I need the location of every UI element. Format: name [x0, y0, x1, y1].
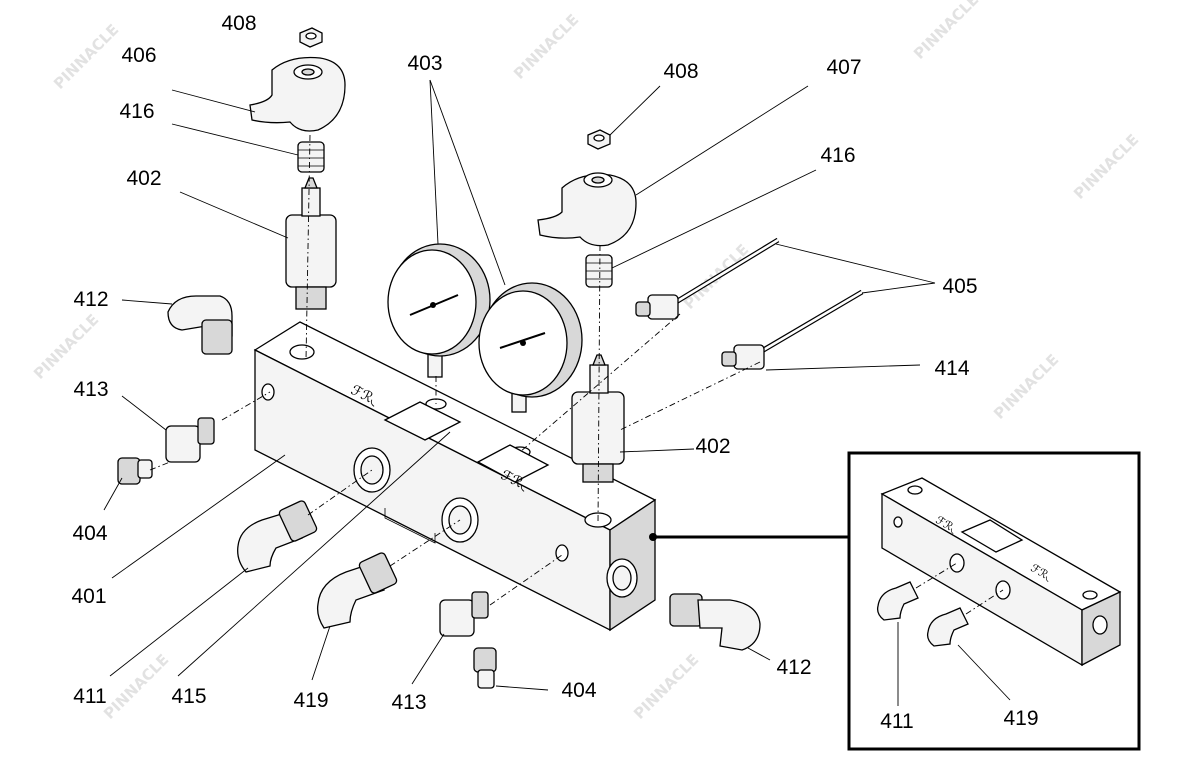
valve-cartridge-402-left [285, 177, 337, 310]
watermark-text: PINNACLE [30, 311, 102, 383]
callout-412-right: 412 [776, 656, 811, 679]
watermark-text: PINNACLE [1070, 131, 1142, 203]
spring-416-left [297, 141, 325, 173]
leader-lines [103, 79, 936, 691]
callout-416-right: 416 [820, 144, 855, 167]
callout-416-left: 416 [119, 100, 154, 123]
callout-408-top-left: 408 [221, 12, 256, 35]
watermark-text: PINNACLE [50, 21, 122, 93]
callout-407: 407 [826, 56, 861, 79]
callout-402-left: 402 [126, 167, 161, 190]
manifold-block-401: ℱℛ◟ ℱℛ◟ [253, 321, 657, 632]
pressure-gauge-403-right [478, 282, 583, 413]
adapter-413-left [165, 417, 215, 463]
watermark-text: PINNACLE [630, 651, 702, 723]
callout-412-left: 412 [73, 288, 108, 311]
nut-408-right [587, 129, 611, 150]
callout-413-bottom: 413 [391, 691, 426, 714]
elbow-fitting-412-right [669, 593, 761, 651]
watermark-text: PINNACLE [910, 0, 982, 63]
inset-callout-419: 419 [1003, 707, 1038, 730]
spring-416-right [585, 254, 613, 288]
callout-405: 405 [942, 275, 977, 298]
probe-405-upper [635, 237, 780, 320]
watermark-text: PINNACLE [990, 351, 1062, 423]
callout-415: 415 [171, 685, 206, 708]
watermark-text: PINNACLE [100, 651, 172, 723]
adapter-413-bottom [439, 591, 489, 637]
callout-401: 401 [71, 585, 106, 608]
pressure-gauge-403-left [387, 243, 491, 378]
callout-411: 411 [73, 685, 106, 708]
callout-413-left: 413 [73, 378, 108, 401]
callout-402-right: 402 [695, 435, 730, 458]
callout-406: 406 [121, 44, 156, 67]
callout-419: 419 [293, 689, 328, 712]
callout-404-bottom: 404 [561, 679, 596, 702]
callout-408-top-right: 408 [663, 60, 698, 83]
watermark-text: PINNACLE [510, 11, 582, 83]
valve-cartridge-402-right [571, 354, 625, 483]
handle-knob-407 [537, 172, 637, 247]
plug-404-bottom [473, 647, 497, 689]
inset-callout-411: 411 [880, 710, 913, 733]
elbow-fitting-419 [316, 552, 398, 629]
callout-404-left: 404 [72, 522, 107, 545]
nut-408-left [299, 27, 323, 48]
inset-detail-view: ℱℛ◟ ℱℛ◟ 411 419 [847, 451, 1141, 751]
callout-403: 403 [407, 52, 442, 75]
assembly-axes [149, 134, 761, 606]
probe-405-lower [721, 289, 864, 370]
callout-414: 414 [934, 357, 969, 380]
elbow-fitting-412-left [167, 295, 233, 355]
callout-labels: 408 406 416 402 412 413 404 401 411 415 … [71, 12, 977, 714]
handle-knob-406 [249, 56, 346, 132]
elbow-fitting-411 [237, 500, 318, 573]
plug-404-left [117, 457, 153, 485]
